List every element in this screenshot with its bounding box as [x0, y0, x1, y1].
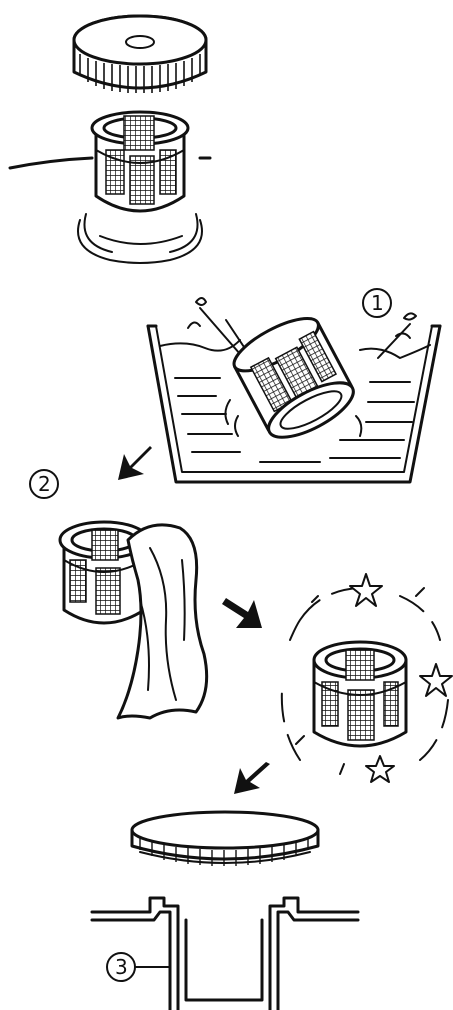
- drain-opening: [78, 214, 202, 263]
- step-1-number: 1: [371, 291, 384, 315]
- filter-basket-clean: [314, 642, 406, 746]
- panel-remove-filter: [10, 16, 210, 263]
- sparkle-star-icon: [350, 574, 382, 606]
- step-3-marker: 3: [107, 953, 170, 981]
- step-2-number: 2: [38, 472, 51, 496]
- panel-clean-filter: [282, 574, 452, 782]
- step-2-marker: 2: [30, 470, 58, 498]
- sparkle-star-icon: [366, 756, 394, 782]
- drain-cap-reinstall: [132, 812, 318, 866]
- drain-cap: [74, 16, 206, 93]
- sparkle-star-icon: [420, 664, 452, 696]
- arrow-icon: [222, 598, 262, 628]
- arrow-icon: [118, 446, 152, 480]
- step-3-number: 3: [115, 955, 128, 979]
- filter-basket-soaking: [227, 308, 361, 447]
- drain-cross-section: [92, 898, 358, 1010]
- filter-basket: [92, 112, 188, 211]
- panel-wipe-filter: 2: [30, 470, 207, 718]
- arrow-icon: [234, 762, 270, 794]
- panel-soak-filter: 1: [148, 289, 440, 482]
- cleaning-cloth: [118, 525, 207, 718]
- step-1-marker: 1: [363, 289, 391, 317]
- panel-reinstall-cap: 3: [92, 812, 358, 1010]
